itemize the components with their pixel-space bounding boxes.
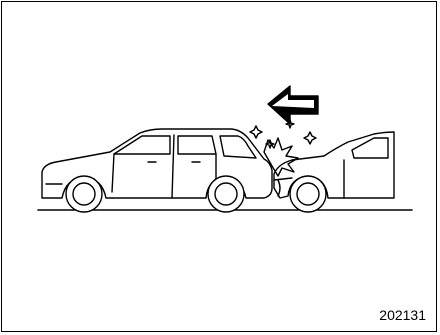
figure-id: 202131 [379,307,426,323]
collision-illustration [2,2,438,333]
figure-frame: 202131 [1,1,437,332]
rear-car-icon [42,129,272,212]
